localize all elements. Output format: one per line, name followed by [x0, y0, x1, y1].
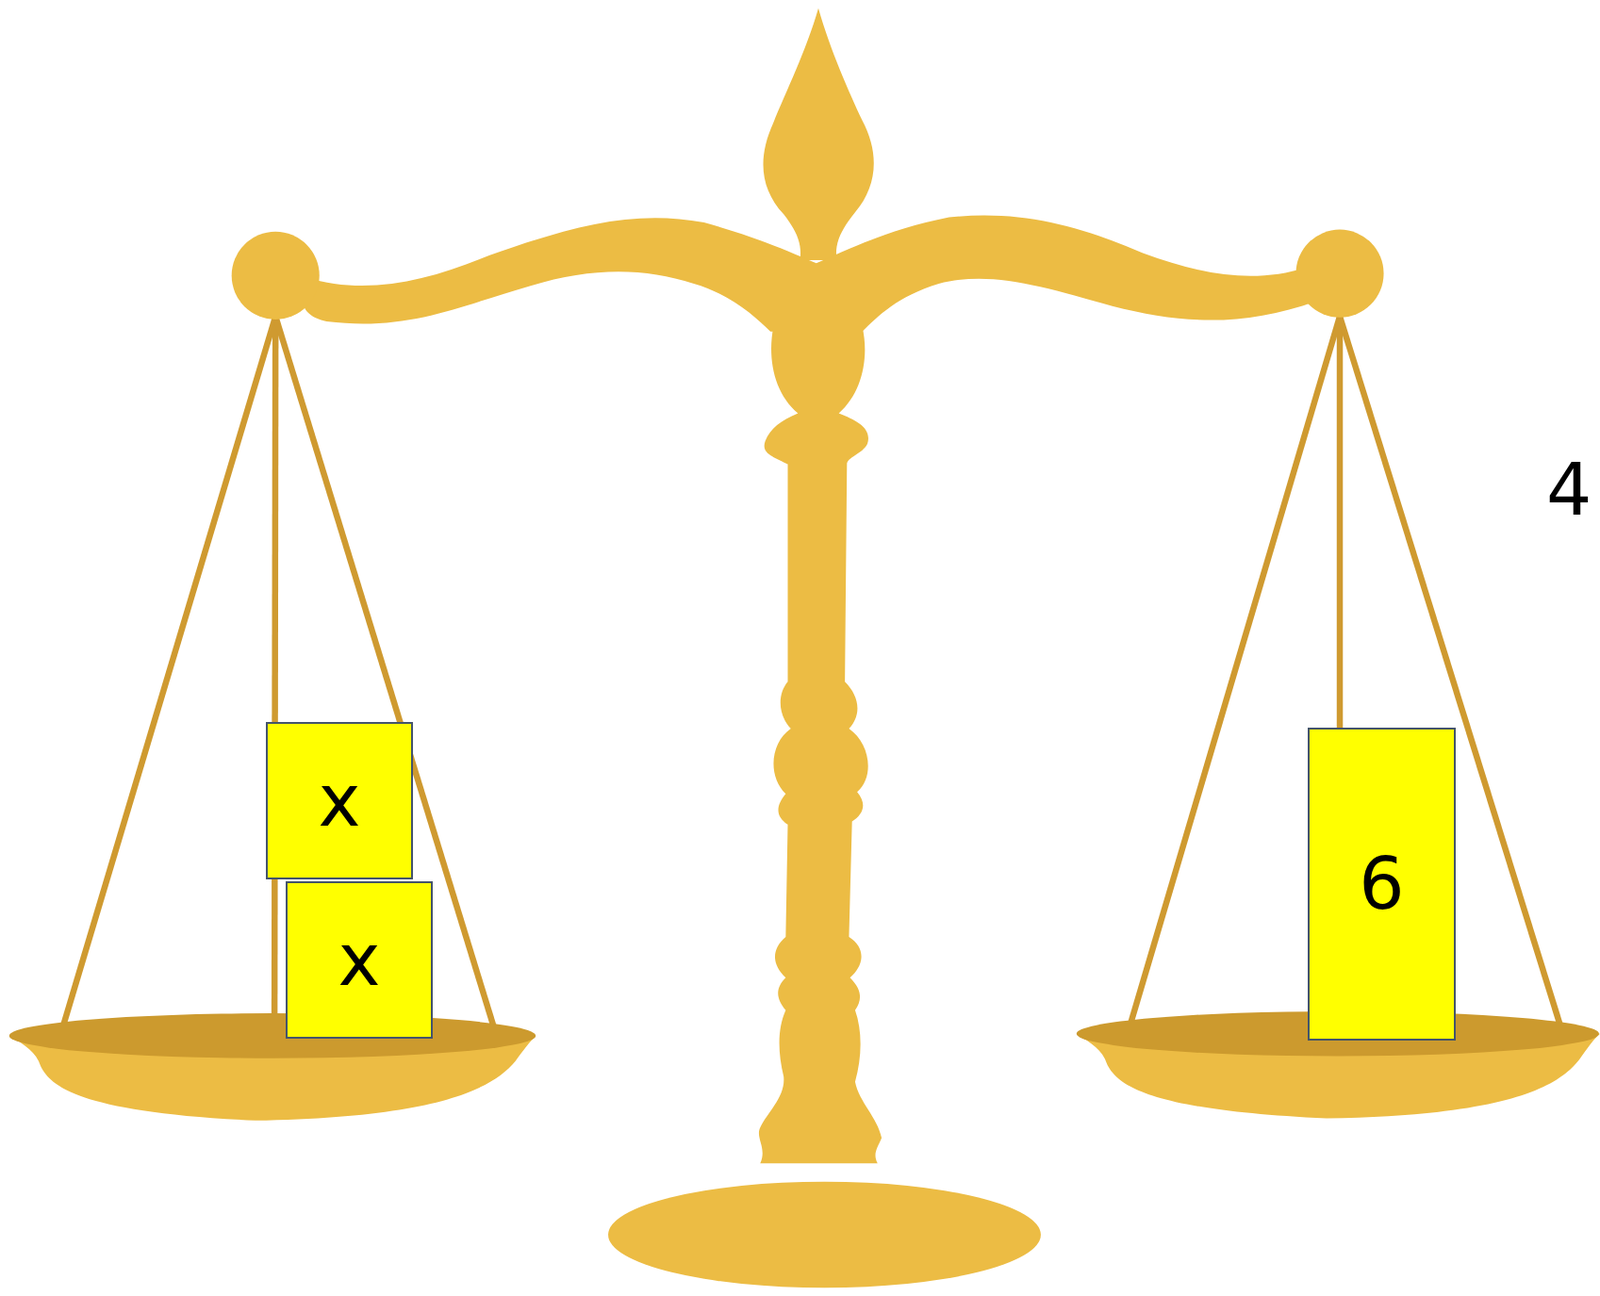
weight-label: 6	[1358, 848, 1404, 921]
post	[758, 326, 882, 1164]
weight-box: 6	[1307, 727, 1456, 1041]
weight-label: x	[318, 765, 362, 838]
beam	[301, 214, 1317, 331]
weight-box: x	[285, 881, 433, 1040]
base	[608, 1182, 1041, 1289]
weight-box: x	[265, 722, 413, 880]
finial	[763, 8, 875, 261]
pan-top	[9, 1013, 536, 1059]
side-label: 4	[1546, 454, 1592, 527]
beam-end	[231, 231, 320, 320]
beam-end	[1295, 230, 1384, 318]
weight-label: x	[338, 924, 381, 997]
